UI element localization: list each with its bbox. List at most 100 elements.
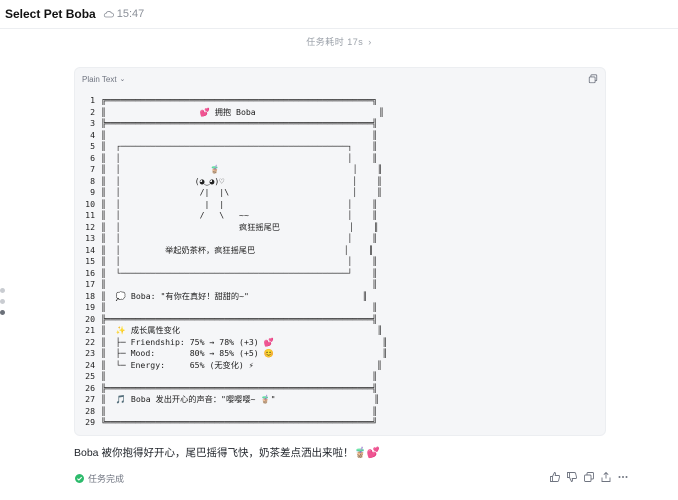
pagination-dot[interactable] <box>0 299 5 304</box>
code-line: 12 ║ │ 疯狂摇尾巴 │ ║ <box>81 222 599 234</box>
language-select[interactable]: Plain Text ⌄ <box>82 75 125 84</box>
task-status-label: 任务完成 <box>88 474 125 484</box>
top-bar: Select Pet Boba 15:47 <box>0 0 678 29</box>
line-number: 25 <box>85 371 95 381</box>
line-number: 7 <box>90 164 95 174</box>
code-line-text: ║ ├─ Mood: 80% → 85% (+5) 😊 ║ <box>101 348 388 358</box>
line-number: 27 <box>85 394 95 404</box>
check-circle-icon <box>75 474 84 483</box>
line-number: 17 <box>85 279 95 289</box>
line-number: 21 <box>85 325 95 335</box>
line-number: 14 <box>85 244 95 255</box>
code-line-text: ║ │ 疯狂摇尾巴 │ ║ <box>101 221 379 232</box>
task-status: 任务完成 <box>75 472 124 485</box>
code-line-text: ║ ║ <box>101 371 378 381</box>
line-number: 2 <box>90 106 95 117</box>
chevron-down-icon: ⌄ <box>119 76 126 83</box>
line-number: 18 <box>85 290 95 301</box>
line-number: 29 <box>85 417 95 427</box>
line-number: 22 <box>85 336 95 347</box>
line-number: 1 <box>90 95 95 105</box>
cloud-icon <box>103 11 114 18</box>
language-label: Plain Text <box>82 74 117 84</box>
copy-icon[interactable] <box>583 471 595 483</box>
code-line: 14 ║ │ 举起奶茶杯，疯狂摇尾巴 │ ║ <box>81 245 599 257</box>
line-number: 12 <box>85 221 95 232</box>
code-line-text: ╠═══════════════════════════════════════… <box>101 313 378 324</box>
line-number: 23 <box>85 348 95 358</box>
code-line-text: ║ │ │ ║ <box>101 256 378 266</box>
code-line-text: ║ │ (◕‿◕)♡ │ ║ <box>101 175 382 186</box>
code-line: 20 ╠═════════════════════════════════════… <box>81 314 599 326</box>
code-line-text: ║ ✨ 成长属性变化 ║ <box>101 325 383 335</box>
code-content: 1 ╔══════════════════════════════════════… <box>81 95 599 429</box>
thumbs-down-icon[interactable] <box>566 471 578 483</box>
code-line-text: ╠═══════════════════════════════════════… <box>101 118 378 128</box>
code-line-text: ║ └─────────────────────────────────────… <box>101 267 378 278</box>
code-line-text: ║ │ 举起奶茶杯，疯狂摇尾巴 │ ║ <box>101 244 374 255</box>
code-line: 25 ║ ║ <box>81 371 599 383</box>
code-line: 26 ╠═════════════════════════════════════… <box>81 383 599 395</box>
page-title: Select Pet Boba <box>5 7 96 21</box>
chevron-right-icon: › <box>368 37 372 47</box>
code-line: 7║ │ 🧋 │ ║ <box>81 164 599 176</box>
code-line-text: ╚═══════════════════════════════════════… <box>101 417 378 427</box>
task-duration-toggle[interactable]: 任务耗时 17s › <box>0 35 678 48</box>
line-number: 8 <box>90 175 95 186</box>
code-block-header: Plain Text ⌄ <box>75 68 605 90</box>
code-line-text: ║ ║ <box>101 279 378 289</box>
code-line-text: ║ ║ <box>101 405 378 416</box>
pagination-dot-active[interactable] <box>0 310 5 315</box>
code-line-text: ╔═══════════════════════════════════════… <box>101 95 378 105</box>
code-line: 1 ╔══════════════════════════════════════… <box>81 95 599 107</box>
code-line-text: ║ │ │ ║ <box>101 152 378 163</box>
line-number: 20 <box>85 313 95 324</box>
code-line: 17 ║ ║ <box>81 279 599 291</box>
line-number: 11 <box>85 210 95 220</box>
line-number: 26 <box>85 382 95 393</box>
code-line-text: ║ │ / \ ~~ │ ║ <box>101 210 378 220</box>
code-line-text: ║ 💕 拥抱 Boba ║ <box>101 106 384 117</box>
share-icon[interactable] <box>600 471 612 483</box>
code-line: 18 ║ 💭 Boba: "有你在真好！甜甜的~" ║ <box>81 291 599 303</box>
copy-code-icon[interactable] <box>588 74 598 84</box>
code-line-text: ║ 🎵 Boba 发出开心的声音："嘤嘤嘤~ 🧋" ║ <box>101 394 380 404</box>
code-line: 24 ║ └─ Energy: 65% (无变化) ⚡ ║ <box>81 360 599 372</box>
line-number: 6 <box>90 152 95 163</box>
code-line-text: ║ ├─ Friendship: 75% → 78% (+3) 💕 ║ <box>101 336 388 347</box>
timestamp: 15:47 <box>116 8 145 20</box>
line-number: 9 <box>90 187 95 197</box>
code-line-text: ║ ┌─────────────────────────────────────… <box>101 141 378 151</box>
code-line: 27 ║ 🎵 Boba 发出开心的声音："嘤嘤嘤~ 🧋" ║ <box>81 394 599 406</box>
more-icon[interactable] <box>617 471 629 483</box>
line-number: 4 <box>90 129 95 140</box>
line-number: 24 <box>85 359 95 370</box>
code-line-text: ╠═══════════════════════════════════════… <box>101 382 378 393</box>
pagination-dot[interactable] <box>0 288 5 293</box>
line-number: 13 <box>85 233 95 243</box>
side-pagination <box>0 288 6 321</box>
thumbs-up-icon[interactable] <box>549 471 561 483</box>
line-number: 10 <box>85 198 95 209</box>
code-line: 16 ║ └───────────────────────────────────… <box>81 268 599 280</box>
line-number: 5 <box>90 141 95 151</box>
code-line: 4 ║ ║ <box>81 130 599 142</box>
code-line: 28║ ║ <box>81 406 599 418</box>
code-line-text: ║ └─ Energy: 65% (无变化) ⚡ ║ <box>101 359 382 370</box>
code-line: 23 ║ ├─ Mood: 80% → 85% (+5) 😊 ║ <box>81 348 599 360</box>
code-line: 9║ │ /| |\ │ ║ <box>81 187 599 199</box>
code-line: 2 ║ 💕 拥抱 Boba ║ <box>81 107 599 119</box>
code-line: 5 ║ ┌────────────────────────────────────… <box>81 141 599 153</box>
code-line-text: ║ 💭 Boba: "有你在真好！甜甜的~" ║ <box>101 290 368 301</box>
task-duration-label: 任务耗时 17s <box>306 37 364 47</box>
code-line-text: ║ ║ <box>101 129 378 140</box>
code-line: 3 ╠══════════════════════════════════════… <box>81 118 599 130</box>
code-line-text: ║ │ │ ║ <box>101 233 378 243</box>
code-line: 29 ╚═════════════════════════════════════… <box>81 417 599 429</box>
message-actions <box>549 471 629 483</box>
code-line: 21 ║ ✨ 成长属性变化 ║ <box>81 325 599 337</box>
code-line-text: ║ │ | | │ ║ <box>101 198 378 209</box>
line-number: 16 <box>85 267 95 278</box>
code-line: 6 ║ │ │ ║ <box>81 153 599 165</box>
line-number: 3 <box>90 118 95 128</box>
